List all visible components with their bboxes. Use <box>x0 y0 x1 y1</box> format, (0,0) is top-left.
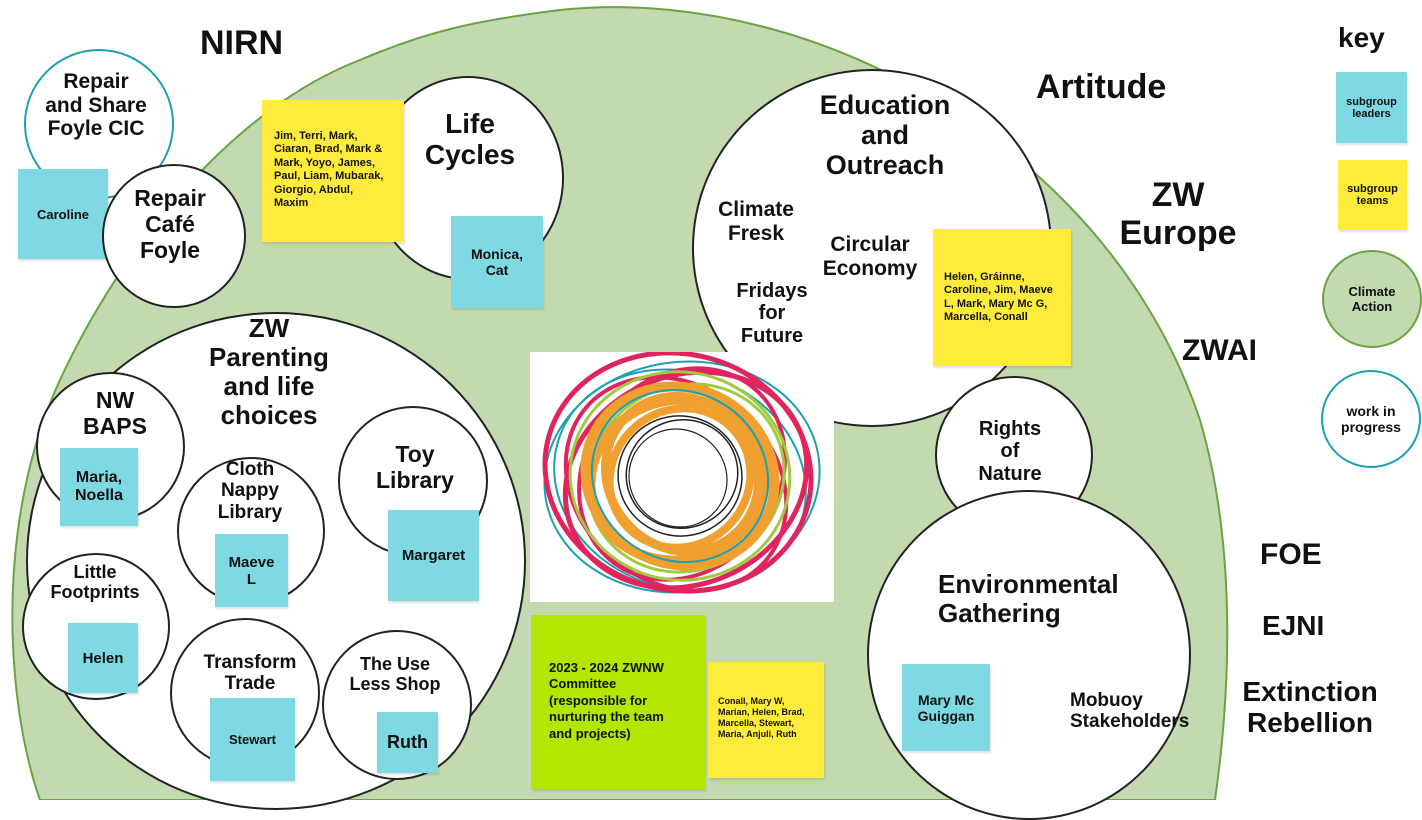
transform-trade-label: Transform Trade <box>203 652 297 695</box>
key-subgroup-leaders: subgroup leaders <box>1336 72 1407 143</box>
repair-cafe-label: Repair Café Foyle <box>134 185 206 263</box>
toy-library-leader-note: Margaret <box>388 510 479 601</box>
zwnw-logo-box <box>530 350 834 602</box>
org-nirn: NIRN <box>200 24 284 62</box>
key-title: key <box>1338 22 1385 53</box>
transform-trade-leader-note: Stewart <box>210 698 295 781</box>
education-label: Education and Outreach <box>819 90 951 181</box>
use-less-shop-label: The Use Less Shop <box>349 654 441 695</box>
education-team-note: Helen, Gráinne, Caroline, Jim, Maeve L, … <box>933 229 1071 366</box>
cloth-nappy-label: Cloth Nappy Library <box>217 459 283 523</box>
committee-label: 2023 - 2024 ZWNW Committee (responsible … <box>549 660 664 741</box>
org-zwai: ZWAI <box>1182 334 1257 367</box>
committee-team: Conall, Mary W, Marian, Helen, Brad, Mar… <box>718 696 805 740</box>
mobuoy-label: Mobuoy Stakeholders <box>1070 690 1190 733</box>
environmental-leader-note: Mary Mc Guiggan <box>902 664 990 751</box>
life-cycles-leader-note: Monica, Cat <box>451 216 543 308</box>
org-ejni: EJNI <box>1262 610 1325 641</box>
rights-of-nature-label: Rights of Nature <box>978 418 1042 485</box>
key-climate-action: Climate Action <box>1322 250 1422 348</box>
toy-library-label: Toy Library <box>376 441 454 493</box>
org-artitude: Artitude <box>1036 68 1167 106</box>
fridays-label: Fridays for Future <box>736 280 808 347</box>
org-foe: FOE <box>1260 538 1322 571</box>
cloth-nappy-leader-note: Maeve L <box>215 534 288 607</box>
little-footprints-leader-note: Helen <box>68 623 138 693</box>
caroline-leader-note: Caroline <box>18 169 108 259</box>
nw-baps-label: NW BAPS <box>83 387 147 439</box>
circular-economy-label: Circular Economy <box>822 233 918 280</box>
repair-cafe-circle <box>102 164 246 308</box>
repair-share-label: Repair and Share Foyle CIC <box>45 70 147 141</box>
key-work-in-progress: work in progress <box>1321 370 1421 468</box>
key-subgroup-teams: subgroup teams <box>1338 160 1407 230</box>
life-cycles-team: Jim, Terri, Mark, Ciaran, Brad, Mark & M… <box>274 130 384 210</box>
committee-note: 2023 - 2024 ZWNW Committee (responsible … <box>531 615 705 789</box>
life-cycles-label: Life Cycles <box>424 108 516 171</box>
committee-team-note: Conall, Mary W, Marian, Helen, Brad, Mar… <box>708 662 824 778</box>
org-zw-europe: ZW Europe <box>1119 176 1237 253</box>
org-extinction-rebellion: Extinction Rebellion <box>1242 676 1378 739</box>
life-cycles-team-note: Jim, Terri, Mark, Ciaran, Brad, Mark & M… <box>262 100 404 242</box>
environmental-label: Environmental Gathering <box>938 569 1119 629</box>
education-team: Helen, Gráinne, Caroline, Jim, Maeve L, … <box>944 271 1053 324</box>
nw-baps-leader-note: Maria, Noella <box>60 448 138 526</box>
little-footprints-label: Little Footprints <box>50 562 140 603</box>
parenting-label: ZW Parenting and life choices <box>209 313 329 431</box>
environmental-circle <box>867 490 1191 820</box>
scribble-logo-icon <box>542 350 821 594</box>
climate-fresk-label: Climate Fresk <box>718 198 794 245</box>
use-less-shop-leader-note: Ruth <box>377 712 438 773</box>
